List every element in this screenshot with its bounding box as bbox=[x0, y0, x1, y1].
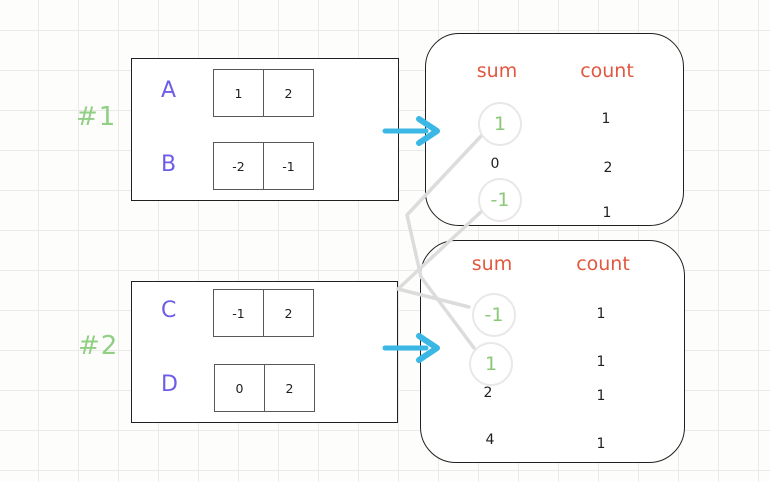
result-2-box: sum count -1 1 1 1 2 1 4 1 bbox=[420, 240, 685, 463]
highlight-circle-sum: -1 bbox=[472, 293, 516, 337]
result-1-box: sum count 1 1 0 2 -1 1 bbox=[425, 33, 684, 226]
sum-value: 2 bbox=[483, 385, 493, 401]
count-value: 2 bbox=[603, 160, 613, 176]
array-b-label: B bbox=[161, 152, 177, 177]
count-value: 1 bbox=[596, 388, 606, 404]
array-a-cells: 1 2 bbox=[213, 69, 314, 117]
array-cell: 1 bbox=[214, 70, 264, 116]
array-cell: -1 bbox=[282, 158, 295, 174]
array-b-cells: -2 -1 bbox=[213, 142, 314, 190]
sum-header: sum bbox=[471, 253, 513, 275]
highlight-circle-sum: -1 bbox=[478, 178, 522, 222]
sum-header: sum bbox=[476, 60, 518, 82]
count-header: count bbox=[580, 60, 634, 82]
count-value: 1 bbox=[596, 306, 606, 322]
sum-value: 4 bbox=[485, 432, 495, 448]
count-value: 1 bbox=[601, 111, 611, 127]
array-cell: 2 bbox=[284, 305, 293, 321]
array-a-label: A bbox=[161, 78, 177, 103]
array-cell: -1 bbox=[214, 290, 264, 336]
group-1-box: A 1 2 B -2 -1 bbox=[131, 58, 399, 201]
array-d-label: D bbox=[161, 372, 178, 397]
array-cell: -2 bbox=[214, 143, 264, 189]
highlight-circle-sum: 1 bbox=[469, 342, 513, 386]
highlight-circle-sum: 1 bbox=[478, 102, 522, 146]
array-d-cells: 0 2 bbox=[214, 364, 315, 412]
sum-value: 0 bbox=[490, 156, 500, 172]
group-2-label: #2 bbox=[78, 331, 119, 361]
group-2-box: C -1 2 D 0 2 bbox=[131, 281, 398, 423]
array-c-label: C bbox=[161, 298, 177, 323]
count-value: 1 bbox=[596, 354, 606, 370]
array-c-cells: -1 2 bbox=[213, 289, 314, 337]
count-value: 1 bbox=[596, 436, 606, 452]
array-cell: 2 bbox=[285, 380, 294, 396]
array-cell: 0 bbox=[215, 365, 265, 411]
count-header: count bbox=[576, 253, 630, 275]
count-value: 1 bbox=[602, 205, 612, 221]
group-1-label: #1 bbox=[76, 102, 117, 132]
array-cell: 2 bbox=[284, 85, 293, 101]
